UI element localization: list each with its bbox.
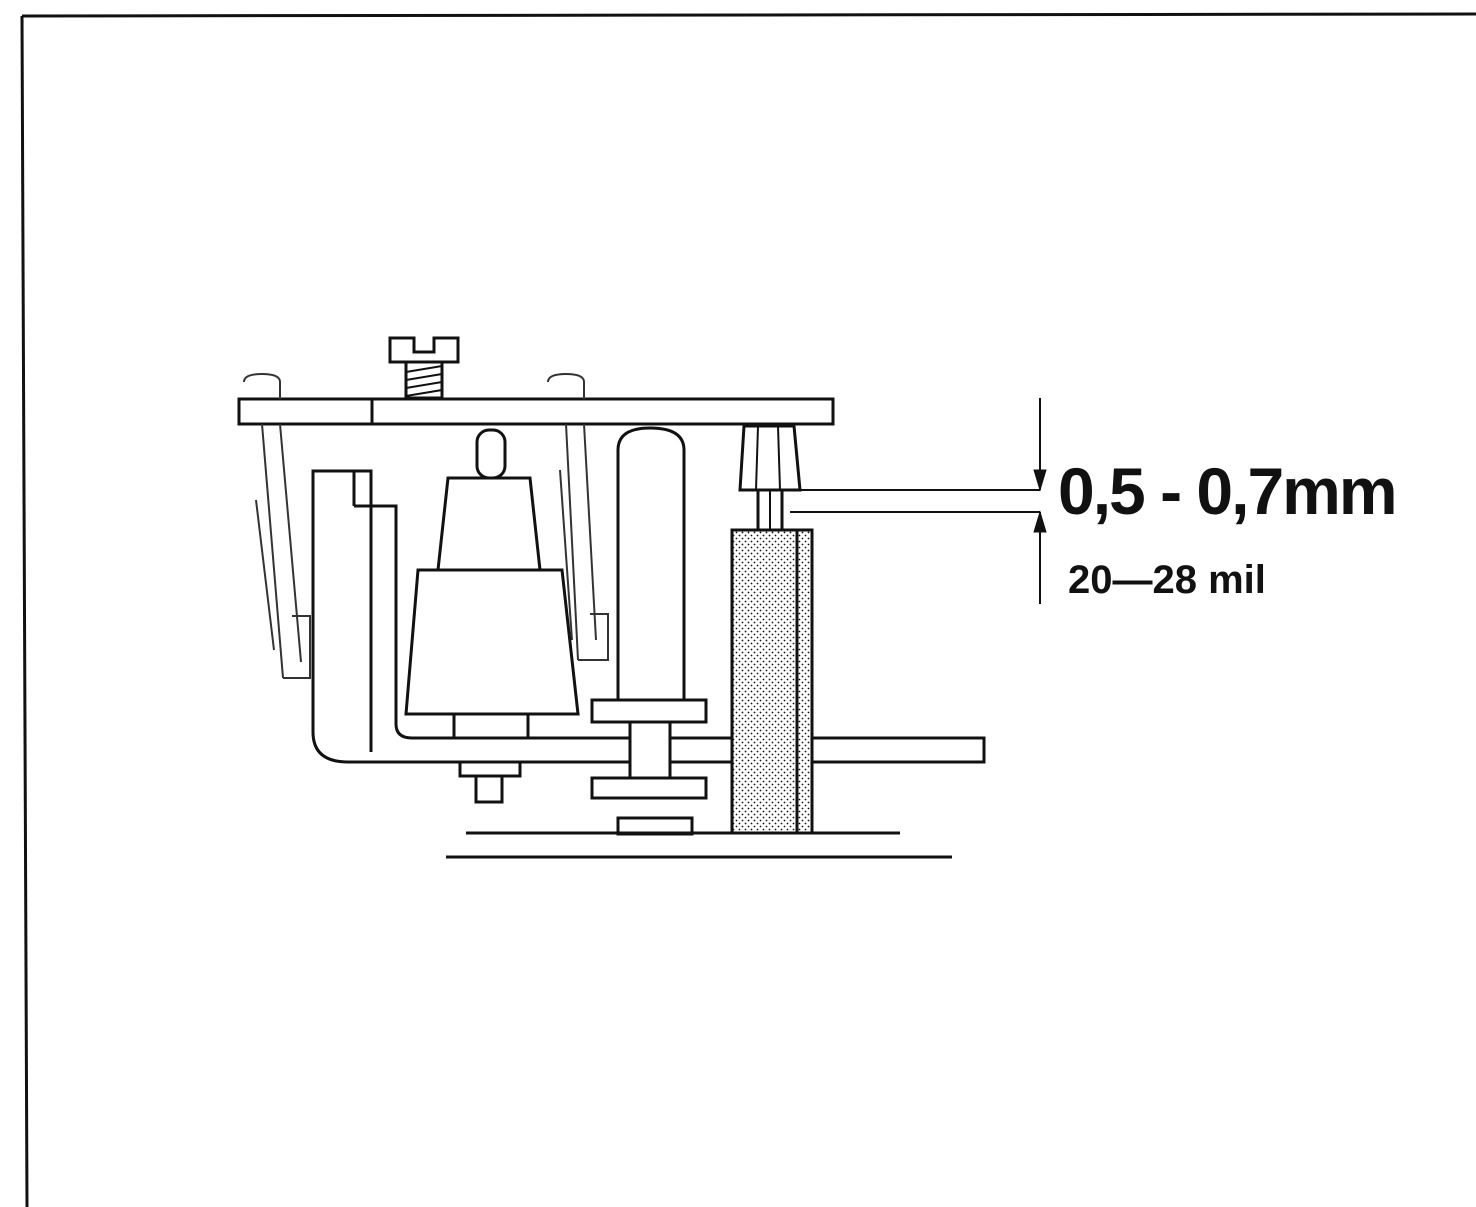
contact-column	[730, 424, 814, 835]
left-spring-clip	[243, 372, 311, 679]
gap-metric-label: 0,5 - 0,7mm	[1058, 454, 1398, 528]
gap-dimension-marker	[790, 398, 1047, 604]
top-plate	[237, 397, 835, 426]
adjustment-screw	[388, 336, 460, 400]
base-plates	[446, 831, 952, 859]
figure-frame	[20, 12, 1476, 1207]
gap-imperial-label: 20—28 mil	[1068, 558, 1266, 602]
stepped-post	[404, 428, 580, 804]
guide-pin	[590, 426, 708, 836]
l-bracket	[311, 469, 986, 764]
right-spring-clip	[547, 372, 609, 661]
